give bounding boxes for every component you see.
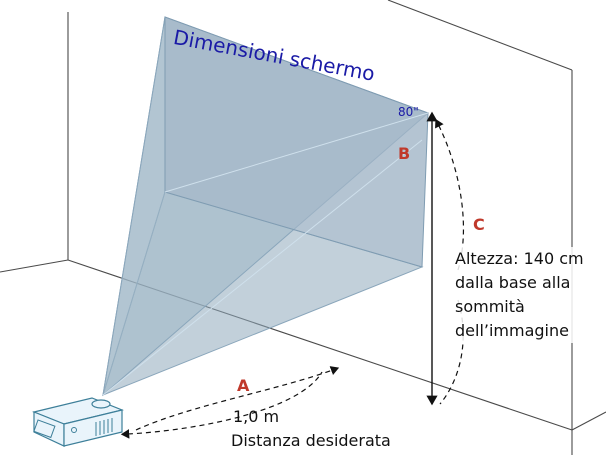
distance-value: 1,0 m [233, 407, 280, 426]
projector-panel [33, 419, 56, 439]
height-line-2: dalla base alla [455, 273, 571, 292]
height-pointer-arrow [435, 118, 465, 271]
height-description: Altezza: 140 cm dalla base alla sommità … [455, 247, 584, 343]
room-floor-edge-left [0, 259, 69, 273]
projector-button [71, 427, 77, 433]
label-b: B [398, 144, 411, 163]
height-line-4: dell’immagine [455, 321, 569, 340]
projector-icon [32, 397, 124, 447]
distance-arrow-lower [120, 371, 323, 439]
room-ceiling-edge [387, 0, 573, 71]
screen-diagonal-line [164, 112, 429, 193]
projector-lens [91, 399, 111, 409]
height-line-3: sommità [455, 297, 525, 316]
projector-vents [95, 418, 113, 436]
height-line-1: Altezza: 140 cm [455, 249, 584, 268]
room-floor-edge-right [571, 411, 606, 431]
label-a: A [237, 376, 250, 395]
screen-diagonal-size: 80" [398, 105, 419, 119]
label-c: C [473, 215, 485, 234]
beam-center-line [102, 139, 423, 396]
distance-caption: Distanza desiderata [231, 431, 391, 450]
projection-screen [164, 16, 429, 268]
